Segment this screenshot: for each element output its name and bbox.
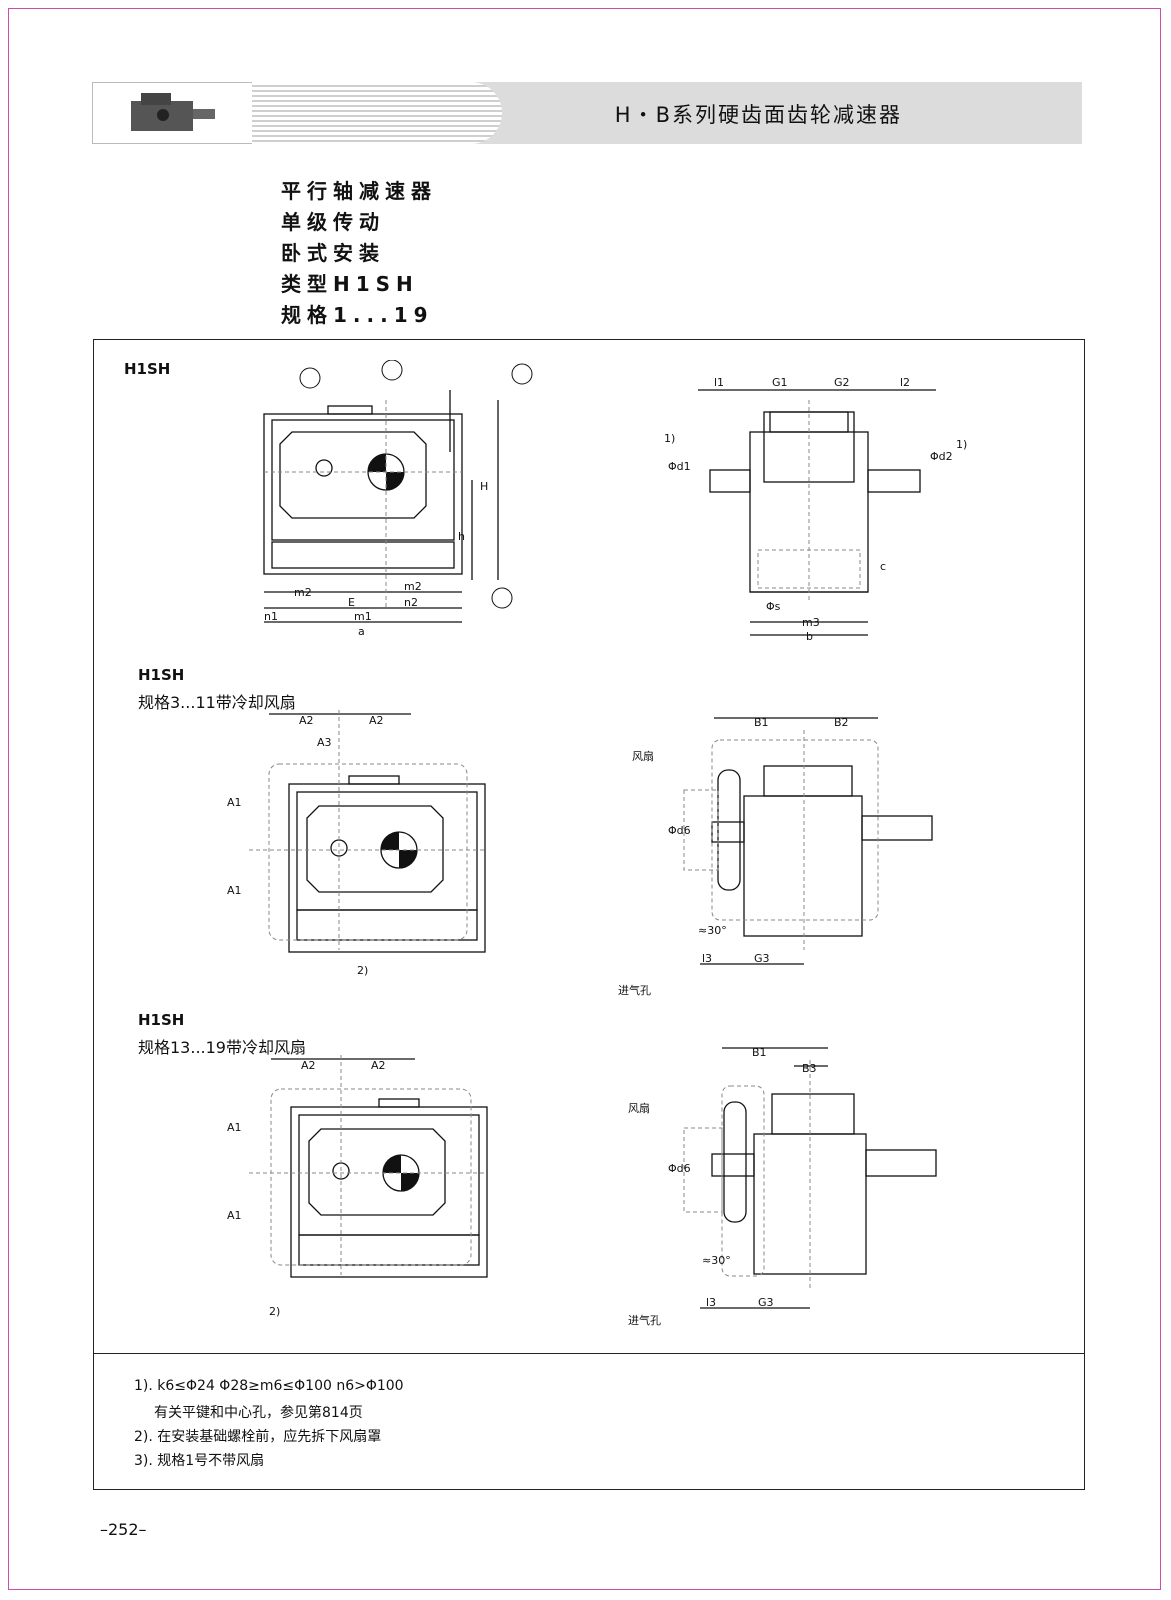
dim-d1: Φd1 bbox=[668, 460, 691, 473]
dim-note: 1) bbox=[956, 438, 967, 451]
header-title: H・B系列硬齿面齿轮减速器 bbox=[614, 103, 902, 127]
subtitle-line: 卧式安装 bbox=[281, 241, 385, 265]
dim-s: Φs bbox=[766, 600, 781, 613]
mid-front-view-drawing: A2 A2 A3 A1 A1 2) bbox=[227, 710, 486, 977]
dim-A1: A1 bbox=[227, 796, 242, 809]
subtitle-line: 单级传动 bbox=[281, 210, 385, 234]
product-subtitles: 平行轴减速器 单级传动 卧式安装 类型H1SH 规格1...19 bbox=[281, 176, 437, 331]
dim-a: a bbox=[358, 625, 365, 638]
dim-d2: Φd2 bbox=[930, 450, 953, 463]
oil-drain-icon bbox=[491, 587, 513, 609]
dim-G3: G3 bbox=[754, 952, 770, 965]
dim-E: E bbox=[348, 596, 355, 609]
dim-note: 1) bbox=[664, 432, 675, 445]
section-caption: 规格3...11带冷却风扇 bbox=[138, 693, 296, 712]
dim-m2: m2 bbox=[404, 580, 422, 593]
dim-l3: l3 bbox=[706, 1296, 716, 1309]
dim-m1: m1 bbox=[354, 610, 372, 623]
page-border bbox=[8, 8, 1161, 1590]
dim-angle: ≈30° bbox=[702, 1254, 731, 1267]
drawing-panel: H1SH H1SH 规格3...11带冷却风扇 H1SH 规格13...19带冷… bbox=[93, 339, 1085, 1490]
dim-m3: m3 bbox=[802, 616, 820, 629]
breather-icon bbox=[381, 360, 403, 381]
fan-label: 风扇 bbox=[628, 1101, 650, 1115]
oil-fill-icon bbox=[511, 363, 533, 385]
dim-B2: B2 bbox=[834, 716, 849, 729]
dim-n1: n1 bbox=[264, 610, 278, 623]
subtitle-line: 平行轴减速器 bbox=[281, 179, 437, 203]
subtitle-line: 规格1...19 bbox=[281, 303, 434, 327]
footnote: 有关平键和中心孔，参见第814页 bbox=[154, 1405, 363, 1421]
dim-G2: G2 bbox=[834, 376, 850, 389]
notes-divider bbox=[94, 1353, 1084, 1354]
dim-note: 2) bbox=[357, 964, 368, 977]
bottom-front-view-drawing: A2 A2 A1 A1 2) bbox=[227, 1055, 488, 1318]
dim-c: c bbox=[880, 560, 886, 573]
air-inlet-label: 进气孔 bbox=[628, 1313, 661, 1327]
dim-A2: A2 bbox=[299, 714, 314, 727]
dim-h: h bbox=[458, 530, 465, 543]
footnote: 2). 在安装基础螺栓前，应先拆下风扇罩 bbox=[134, 1429, 382, 1445]
header-stripes bbox=[252, 82, 502, 144]
mid-side-view-drawing: B1 B2 风扇 Φd6 ≈30° l3 G3 进气孔 bbox=[618, 716, 933, 997]
dim-angle: ≈30° bbox=[698, 924, 727, 937]
dim-l1: l1 bbox=[714, 376, 724, 389]
dim-l2: l2 bbox=[900, 376, 910, 389]
top-front-view-drawing: H h m2 m2 E n2 n1 m1 a bbox=[263, 360, 533, 638]
dim-A2: A2 bbox=[301, 1059, 316, 1072]
section-caption: 规格13...19带冷却风扇 bbox=[138, 1038, 306, 1057]
dim-H: H bbox=[480, 480, 488, 493]
dim-A2: A2 bbox=[369, 714, 384, 727]
section-label: H1SH bbox=[124, 360, 171, 378]
section-label: H1SH bbox=[138, 1011, 185, 1029]
dim-B1: B1 bbox=[754, 716, 769, 729]
dim-A2: A2 bbox=[371, 1059, 386, 1072]
oil-level-icon bbox=[299, 367, 321, 389]
subtitle-line: 类型H1SH bbox=[281, 272, 419, 296]
dim-m2: m2 bbox=[294, 586, 312, 599]
dim-n2: n2 bbox=[404, 596, 418, 609]
gearbox-thumbnail-icon bbox=[131, 93, 215, 131]
dim-l3: l3 bbox=[702, 952, 712, 965]
dim-B1: B1 bbox=[752, 1046, 767, 1059]
section-label: H1SH bbox=[138, 666, 185, 684]
dim-A3: A3 bbox=[317, 736, 332, 749]
footnote: 3). 规格1号不带风扇 bbox=[134, 1453, 265, 1469]
dim-b: b bbox=[806, 630, 813, 643]
dim-d6: Φd6 bbox=[668, 824, 691, 837]
dim-A1: A1 bbox=[227, 1121, 242, 1134]
footnote: 1). k6≤Φ24 Φ28≥m6≤Φ100 n6>Φ100 bbox=[134, 1378, 404, 1394]
dim-B3: B3 bbox=[802, 1062, 817, 1075]
dim-G3: G3 bbox=[758, 1296, 774, 1309]
bottom-side-view-drawing: B1 B3 风扇 Φd6 ≈30° l3 G3 进气孔 bbox=[628, 1046, 937, 1327]
dim-d6: Φd6 bbox=[668, 1162, 691, 1175]
page-header: H・B系列硬齿面齿轮减速器 bbox=[92, 82, 1082, 144]
page-number: –252– bbox=[100, 1520, 147, 1539]
fan-label: 风扇 bbox=[632, 749, 654, 763]
top-side-view-drawing: l1 G1 G2 l2 1) Φd1 Φd2 1) c Φs m3 b bbox=[664, 376, 967, 643]
dim-note: 2) bbox=[269, 1305, 280, 1318]
dim-A1: A1 bbox=[227, 884, 242, 897]
dim-G1: G1 bbox=[772, 376, 788, 389]
dim-A1: A1 bbox=[227, 1209, 242, 1222]
air-inlet-label: 进气孔 bbox=[618, 983, 651, 997]
